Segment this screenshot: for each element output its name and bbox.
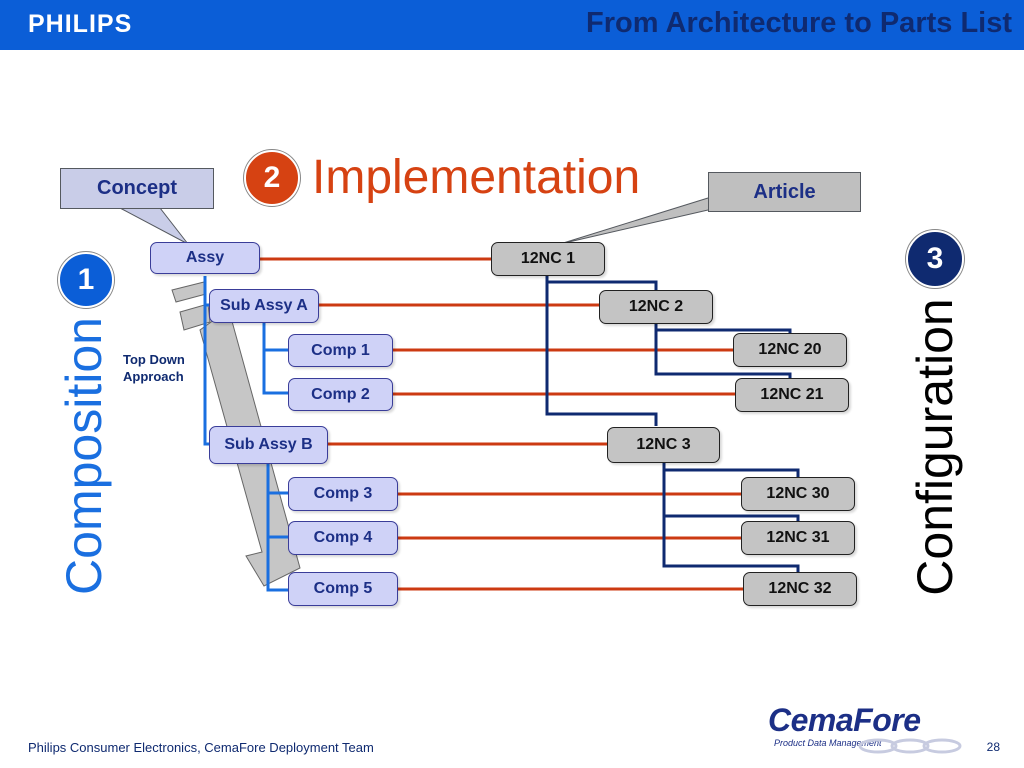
comp-1-label: Comp 1 [311,341,370,359]
nc-3-label: 12NC 3 [636,436,691,453]
step-3-number: 3 [926,242,944,275]
nc-21-label: 12NC 21 [760,386,824,403]
step-2-badge: 2 [244,150,300,206]
nc-20-box[interactable]: 12NC 20 [733,333,847,367]
brand-subtitle: Product Data Management [774,738,882,748]
footer-text: Philips Consumer Electronics, CemaFore D… [28,740,374,755]
comp-3-label: Comp 3 [313,485,373,502]
step-3-badge: 3 [906,230,964,288]
article-label: Article [753,181,816,203]
comp-1-box[interactable]: Comp 1 [288,334,393,367]
step-2-number: 2 [263,161,281,194]
comp-2-label: Comp 2 [311,385,370,403]
approach-line-2: Approach [123,369,184,384]
philips-logo: PHILIPS [28,10,133,38]
nc-1-label: 12NC 1 [520,250,576,267]
comp-5-label: Comp 5 [313,580,373,597]
brand-swirl-icon [858,738,962,754]
nc-20-label: 12NC 20 [758,341,822,358]
implementation-title: Implementation [312,151,641,204]
arrow-tick-upper [171,281,207,303]
nc-2-label: 12NC 2 [628,298,684,315]
nc-21-box[interactable]: 12NC 21 [735,378,849,412]
nc-32-label: 12NC 32 [768,580,832,597]
nc-31-label: 12NC 31 [766,529,830,546]
cemafore-logo: CemaFore Product Data Management [768,702,962,754]
sub-assy-a-label: Sub Assy A [220,297,308,314]
brand-cema: Cema [768,702,854,738]
nc-30-label: 12NC 30 [766,485,830,502]
step-1-number: 1 [77,263,95,296]
nc-32-box[interactable]: 12NC 32 [743,572,857,606]
configuration-label: Configuration [907,298,963,596]
step-1-badge: 1 [58,252,114,308]
top-down-approach-label: Top Down Approach [123,351,185,385]
composition-label: Composition [56,317,112,595]
concept-callout: Concept [60,168,214,209]
assy-box[interactable]: Assy [150,242,260,274]
header-bar: PHILIPS From Architecture to Parts List [0,0,1024,50]
comp-4-box[interactable]: Comp 4 [288,521,398,555]
comp-5-box[interactable]: Comp 5 [288,572,398,606]
concept-pointer [119,207,189,245]
configuration-tree [545,276,800,572]
nc-3-box[interactable]: 12NC 3 [607,427,720,463]
assy-label: Assy [185,249,225,266]
nc-1-box[interactable]: 12NC 1 [491,242,605,276]
concept-label: Concept [97,177,177,199]
comp-3-box[interactable]: Comp 3 [288,477,398,511]
approach-line-1: Top Down [123,352,185,367]
page-number: 28 [986,740,1000,754]
brand-fore: Fore [853,702,921,738]
slide-title: From Architecture to Parts List [586,7,1012,39]
nc-30-box[interactable]: 12NC 30 [741,477,855,511]
mapping-lines [260,257,743,591]
nc-2-box[interactable]: 12NC 2 [599,290,713,324]
article-callout: Article [708,172,861,212]
sub-assy-b-label: Sub Assy B [224,436,313,453]
comp-4-label: Comp 4 [313,529,373,546]
sub-assy-b-box[interactable]: Sub Assy B [209,426,328,464]
arrow-tick-lower [179,303,211,331]
comp-2-box[interactable]: Comp 2 [288,378,393,411]
nc-31-box[interactable]: 12NC 31 [741,521,855,555]
sub-assy-a-box[interactable]: Sub Assy A [209,289,319,323]
